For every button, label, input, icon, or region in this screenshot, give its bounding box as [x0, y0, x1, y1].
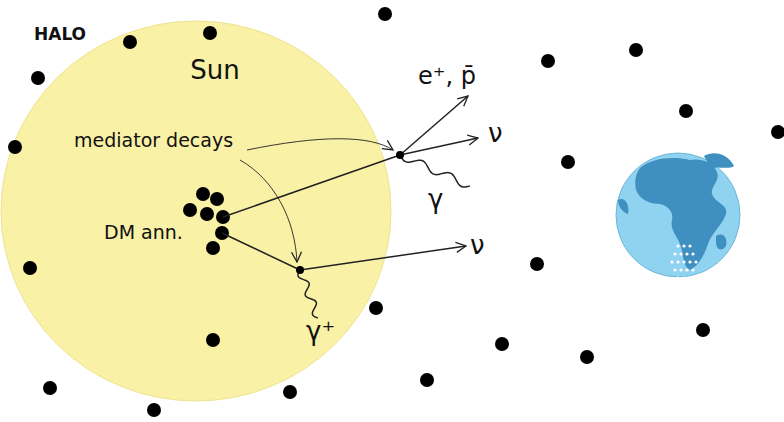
halo-dot: [771, 125, 784, 139]
detector-dot: [688, 244, 691, 247]
detector-dot: [670, 260, 673, 263]
halo-dot: [31, 71, 45, 85]
particle-label: ν: [488, 120, 503, 146]
particle-label: ν: [470, 232, 485, 258]
detector-dot: [679, 268, 682, 271]
detector-dot: [685, 268, 688, 271]
detector-dot: [676, 260, 679, 263]
earth: [616, 153, 740, 280]
halo-dot: [696, 323, 710, 337]
process-label: mediator decays: [74, 131, 233, 150]
decay-vertex: [396, 151, 404, 159]
detector-dot: [676, 276, 679, 279]
dm-particle: [200, 207, 214, 221]
positron-antiproton-arrow: [400, 96, 468, 155]
halo-dot: [561, 155, 575, 169]
sun-label: Sun: [190, 57, 239, 83]
particle-label: γ⁺: [306, 318, 335, 344]
halo-dot: [206, 333, 220, 347]
halo-dot: [420, 373, 434, 387]
detector-dot: [673, 268, 676, 271]
neutrino-arrow: [400, 138, 478, 155]
detector-dot: [688, 276, 691, 279]
particle-label: e⁺, p̄: [418, 64, 476, 88]
detector-dot: [673, 252, 676, 255]
halo-dot: [147, 403, 161, 417]
particle-label: γ: [428, 186, 443, 212]
detector-dot: [682, 276, 685, 279]
halo-dot: [43, 381, 57, 395]
dm-particle: [210, 192, 224, 206]
detector-dot: [694, 260, 697, 263]
gamma-wave: [400, 155, 470, 187]
halo-dot: [369, 301, 383, 315]
detector-dot: [682, 244, 685, 247]
detector-dot: [679, 252, 682, 255]
halo-dot: [378, 7, 392, 21]
halo-dot: [283, 385, 297, 399]
sun-shape: [1, 21, 391, 401]
halo-dot: [530, 257, 544, 271]
halo-dot: [495, 337, 509, 351]
halo-dot: [123, 35, 137, 49]
dm-particle: [183, 203, 197, 217]
detector-dot: [685, 252, 688, 255]
halo-dot: [580, 350, 594, 364]
dm-particle: [206, 241, 220, 255]
dm-particle: [196, 187, 210, 201]
detector-dot: [688, 260, 691, 263]
decay-vertex: [296, 266, 304, 274]
detector-dot: [676, 244, 679, 247]
process-label: DM ann.: [104, 223, 183, 242]
halo-dot: [8, 140, 22, 154]
halo-dot: [203, 26, 217, 40]
region-label: HALO: [34, 26, 86, 43]
detector-dot: [691, 252, 694, 255]
halo-dot: [541, 54, 555, 68]
detector-dot: [691, 268, 694, 271]
halo-dot: [679, 104, 693, 118]
halo-dot: [629, 43, 643, 57]
halo-dot: [23, 261, 37, 275]
detector-dot: [682, 260, 685, 263]
